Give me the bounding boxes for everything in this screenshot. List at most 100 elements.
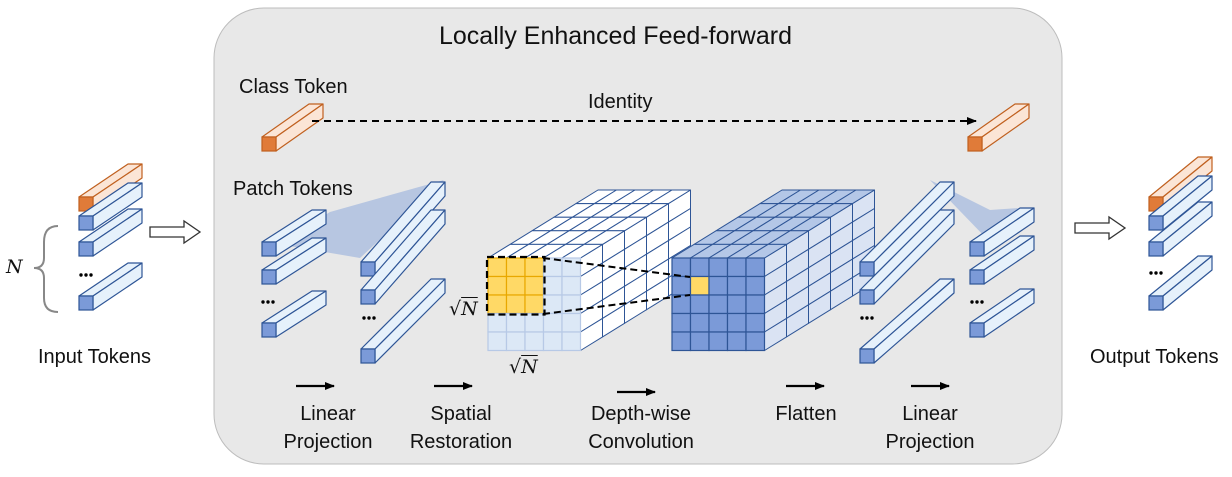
restore-front-cell — [542, 331, 563, 352]
restore-front-cell — [542, 312, 563, 333]
out-projected-token — [969, 235, 1035, 285]
bar-front-face — [859, 348, 875, 364]
output-patch-token — [1148, 255, 1213, 311]
kernel-cell — [505, 275, 526, 296]
conv-output-cell — [689, 275, 710, 296]
projected-token — [360, 278, 446, 364]
projected-token — [360, 181, 446, 277]
restore-front-cell — [524, 331, 545, 352]
patch-tokens-label: Patch Tokens — [233, 178, 353, 200]
ellipsis-dot — [367, 316, 371, 320]
flattened-ellipsis — [860, 316, 874, 320]
ellipsis-dot — [362, 316, 366, 320]
conv-front-cell — [726, 275, 747, 296]
restore-front-cell — [524, 312, 545, 333]
output-ellipsis — [1149, 271, 1163, 275]
input-flow-arrow — [149, 219, 202, 245]
class-token-out — [967, 103, 1030, 152]
conv-front-cell — [671, 312, 692, 333]
step-label-spatial-restoration: Spatial Restoration — [409, 403, 513, 453]
kernel-cell — [524, 257, 545, 278]
panel-title: Locally Enhanced Feed-forward — [439, 22, 792, 50]
step-label-linear-projection-2: Linear Projection — [885, 403, 975, 453]
output-tokens-label: Output Tokens — [1090, 346, 1219, 368]
conv-front-cell — [708, 312, 729, 333]
bar-front-face — [78, 295, 94, 311]
bar-front-face — [1148, 295, 1164, 311]
sqrt-n-horizontal-label: √N — [509, 356, 538, 378]
annotations-group — [149, 103, 1127, 396]
ellipsis-dot — [860, 316, 864, 320]
identity-label: Identity — [588, 91, 653, 113]
output-flow-arrow — [1074, 215, 1127, 241]
bar-front-face — [969, 241, 985, 257]
kernel-cell — [505, 294, 526, 315]
bar-front-face — [969, 322, 985, 338]
ellipsis-dot — [271, 300, 275, 304]
conv-front-cell — [745, 294, 766, 315]
restore-front-cell — [561, 275, 582, 296]
restore-front-cell — [505, 331, 526, 352]
bar-front-face — [967, 136, 983, 152]
out-projected-token — [969, 288, 1035, 338]
bar-front-face — [261, 322, 277, 338]
kernel-cell — [524, 294, 545, 315]
class-token-label: Class Token — [239, 76, 348, 98]
kernel-cell — [487, 294, 508, 315]
patch-ellipsis — [261, 300, 275, 304]
bar-front-face — [360, 348, 376, 364]
conv-front-cell — [726, 294, 747, 315]
conv-front-cell — [726, 331, 747, 352]
restore-front-cell — [542, 294, 563, 315]
ellipsis-dot — [1159, 271, 1163, 275]
ellipsis-dot — [1154, 271, 1158, 275]
step-label-linear-projection-1: Linear Projection — [283, 403, 373, 453]
restore-front-cell — [487, 331, 508, 352]
bar-front-face — [859, 289, 875, 305]
conv-front-cell — [689, 294, 710, 315]
ellipsis-dot — [865, 316, 869, 320]
ellipsis-dot — [261, 300, 265, 304]
input-patch-token — [78, 182, 143, 231]
ellipsis-dot — [84, 273, 88, 277]
step-label-flatten: Flatten — [775, 403, 837, 425]
restore-front-cell — [487, 312, 508, 333]
flattened-token — [859, 278, 955, 364]
conv-front-cell — [671, 257, 692, 278]
bar-front-face — [261, 241, 277, 257]
bar-front-face — [969, 269, 985, 285]
conv-front-cell — [689, 331, 710, 352]
patch-token — [261, 237, 327, 285]
n-count-label: N — [6, 256, 23, 278]
conv-front-cell — [708, 294, 729, 315]
depthwise-conv-group — [542, 189, 875, 352]
kernel-cell — [487, 275, 508, 296]
conv-front-cell — [726, 257, 747, 278]
kernel-window — [485, 255, 546, 316]
projected-token — [360, 209, 446, 305]
bar-front-face — [78, 215, 94, 231]
conv-front-cell — [689, 257, 710, 278]
ellipsis-dot — [89, 273, 93, 277]
ellipsis-dot — [975, 300, 979, 304]
input-tokens-group — [33, 163, 143, 313]
bar-front-face — [859, 261, 875, 277]
conv-front-cell — [708, 257, 729, 278]
restore-front-cell — [561, 331, 582, 352]
flattened-token — [859, 181, 955, 277]
out-projected-token — [969, 207, 1035, 257]
input-tokens-label: Input Tokens — [38, 346, 152, 368]
input-ellipsis — [79, 273, 93, 277]
conv-front-cell — [745, 275, 766, 296]
patch-token — [261, 290, 327, 338]
conv-front-cell — [745, 312, 766, 333]
spatial-restoration-group — [485, 189, 691, 352]
ellipsis-dot — [266, 300, 270, 304]
class-token-in — [261, 103, 324, 152]
ellipsis-dot — [1149, 271, 1153, 275]
ellipsis-dot — [970, 300, 974, 304]
conv-front-cell — [671, 331, 692, 352]
restore-front-cell — [505, 312, 526, 333]
